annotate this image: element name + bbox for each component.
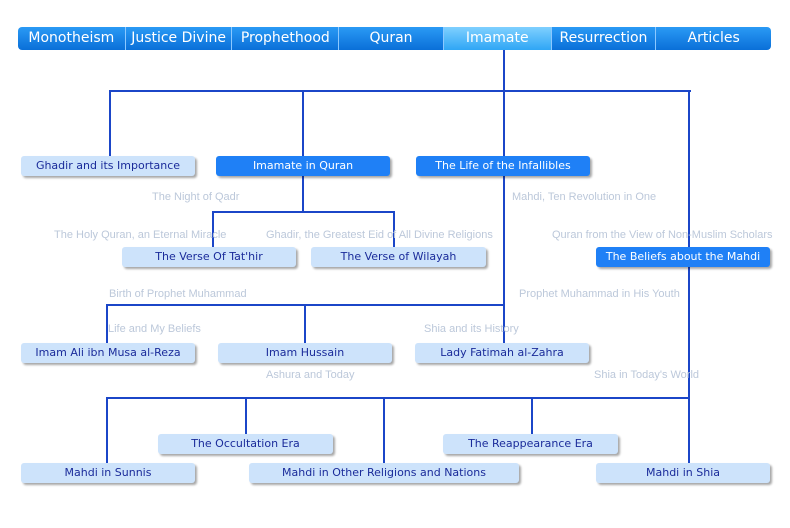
node-mahdi-in-shia[interactable]: Mahdi in Shia (596, 463, 770, 483)
connector (302, 90, 304, 157)
tab-articles[interactable]: Articles (687, 30, 740, 46)
node-reappearance-era[interactable]: The Reappearance Era (443, 434, 618, 454)
connector (106, 304, 108, 344)
tab-monotheism[interactable]: Monotheism (18, 27, 126, 50)
node-imam-hussain[interactable]: Imam Hussain (218, 343, 392, 363)
connector (109, 90, 111, 157)
node-mahdi-in-sunnis[interactable]: Mahdi in Sunnis (21, 463, 195, 483)
tab-quran[interactable]: Quran (339, 27, 444, 50)
connector (302, 175, 304, 213)
bg-item: The Night of Qadr (152, 191, 240, 203)
tab-resurrection[interactable]: Resurrection (552, 27, 657, 50)
connector (109, 90, 691, 92)
node-imam-reza[interactable]: Imam Ali ibn Musa al-Reza (21, 343, 195, 363)
bg-item: Mahdi, Ten Revolution in One (512, 191, 657, 203)
connector (383, 397, 385, 464)
node-verse-wilayah[interactable]: The Verse of Wilayah (311, 247, 486, 267)
bg-item: Shia in Today's World (594, 369, 700, 381)
connector (503, 50, 505, 92)
connector (304, 304, 306, 344)
bg-item: The Holy Quran, an Eternal Miracle (54, 229, 227, 241)
connector (503, 175, 505, 344)
node-lady-fatimah[interactable]: Lady Fatimah al-Zahra (415, 343, 589, 363)
node-mahdi-in-other-religions[interactable]: Mahdi in Other Religions and Nations (249, 463, 519, 483)
connector (106, 397, 690, 399)
connector (503, 90, 505, 157)
node-beliefs-about-mahdi[interactable]: The Beliefs about the Mahdi (596, 247, 770, 267)
node-ghadir[interactable]: Ghadir and its Importance (21, 156, 195, 176)
connector (212, 211, 214, 248)
tab-imamate[interactable]: Imamate (443, 27, 552, 50)
bg-item: Shia and its History (424, 323, 519, 335)
main-nav: Monotheism Justice Divine Prophethood Qu… (18, 27, 771, 50)
node-verse-tathir[interactable]: The Verse Of Tat'hir (122, 247, 296, 267)
node-imamate-in-quran[interactable]: Imamate in Quran (216, 156, 390, 176)
node-occultation-era[interactable]: The Occultation Era (158, 434, 333, 454)
bg-item: Prophet Muhammad in His Youth (519, 288, 680, 300)
connector (393, 211, 395, 248)
tab-prophethood[interactable]: Prophethood (232, 27, 340, 50)
connector (245, 397, 247, 435)
connector (688, 90, 690, 464)
bg-item: Ashura and Today (266, 369, 355, 381)
connector (106, 397, 108, 464)
connector (212, 211, 395, 213)
bg-item: Life and My Beliefs (108, 323, 201, 335)
node-life-of-infallibles[interactable]: The Life of the Infallibles (416, 156, 590, 176)
connector (531, 397, 533, 435)
bg-item: Ghadir, the Greatest Eid of All Divine R… (266, 229, 493, 241)
bg-item: Birth of Prophet Muhammad (109, 288, 247, 300)
bg-item: Quran from the View of Non-Muslim Schola… (552, 229, 773, 241)
tab-justice-divine[interactable]: Justice Divine (126, 27, 233, 50)
